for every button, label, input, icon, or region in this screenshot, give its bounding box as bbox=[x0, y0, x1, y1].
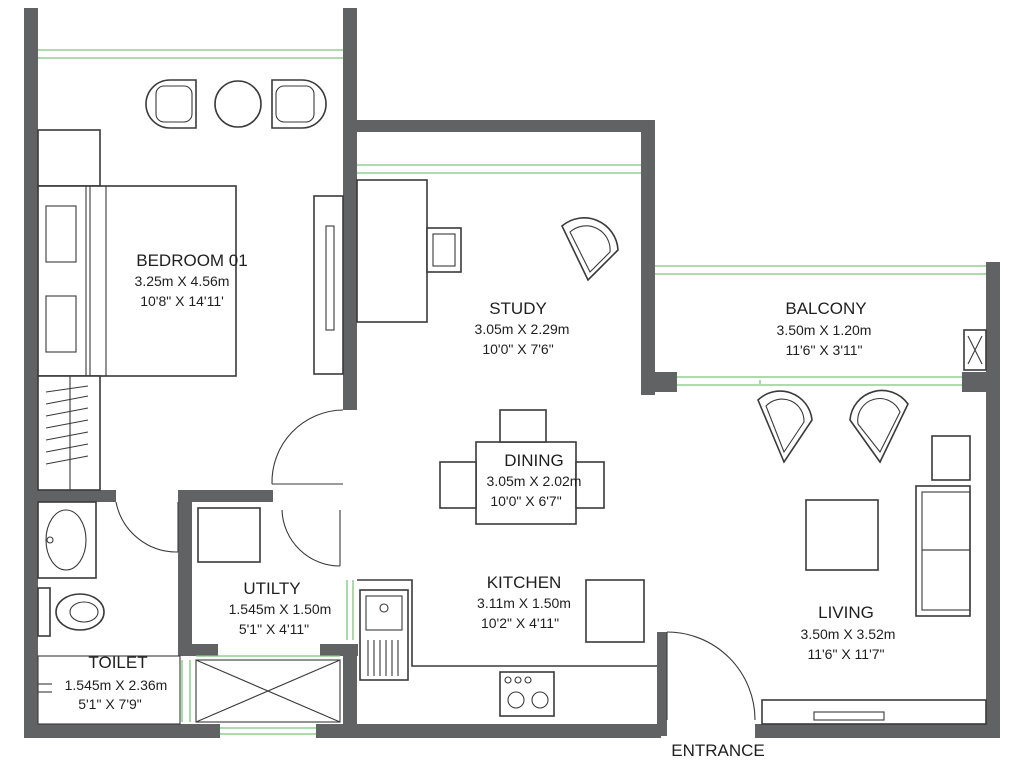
dining-furniture bbox=[439, 409, 605, 525]
living-furniture bbox=[666, 389, 987, 725]
study-furniture bbox=[271, 179, 619, 485]
balcony-label: BALCONY bbox=[785, 299, 866, 318]
living-metric: 3.50m X 3.52m bbox=[801, 626, 896, 642]
toilet-metric: 1.545m X 2.36m bbox=[65, 677, 168, 693]
balcony-furniture bbox=[963, 329, 987, 371]
windows bbox=[38, 49, 986, 735]
study-metric: 3.05m X 2.29m bbox=[475, 321, 570, 337]
dining-label: DINING bbox=[504, 451, 564, 470]
utility-furniture bbox=[195, 507, 341, 723]
room-labels: BEDROOM 01 3.25m X 4.56m 10'8" X 14'11' … bbox=[65, 251, 896, 760]
kitchen-furniture bbox=[357, 579, 657, 717]
utility-imperial: 5'1" X 4'11" bbox=[239, 621, 309, 637]
bedroom-imperial: 10'8" X 14'11' bbox=[140, 293, 224, 309]
utility-metric: 1.545m X 1.50m bbox=[229, 601, 332, 617]
dining-imperial: 10'0" X 6'7" bbox=[490, 493, 561, 509]
dining-metric: 3.05m X 2.02m bbox=[487, 473, 582, 489]
balcony-imperial: 11'6" X 3'11" bbox=[785, 342, 862, 358]
toilet-furniture bbox=[37, 501, 181, 725]
toilet-label: TOILET bbox=[88, 653, 147, 672]
balcony-metric: 3.50m X 1.20m bbox=[777, 322, 872, 338]
utility-label: UTILTY bbox=[243, 579, 300, 598]
entrance-label: ENTRANCE bbox=[671, 741, 765, 760]
kitchen-label: KITCHEN bbox=[487, 573, 562, 592]
living-label: LIVING bbox=[818, 603, 874, 622]
kitchen-metric: 3.11m X 1.50m bbox=[477, 595, 571, 611]
living-imperial: 11'6" X 11'7" bbox=[807, 646, 884, 662]
study-label: STUDY bbox=[489, 299, 547, 318]
bedroom-label: BEDROOM 01 bbox=[136, 251, 247, 270]
bedroom-metric: 3.25m X 4.56m bbox=[135, 273, 230, 289]
toilet-imperial: 5'1" X 7'9" bbox=[78, 696, 142, 712]
kitchen-imperial: 10'2" X 4'11" bbox=[481, 615, 559, 631]
bedroom-furniture bbox=[37, 79, 344, 553]
walls bbox=[24, 8, 1000, 738]
study-imperial: 10'0" X 7'6" bbox=[482, 341, 553, 357]
